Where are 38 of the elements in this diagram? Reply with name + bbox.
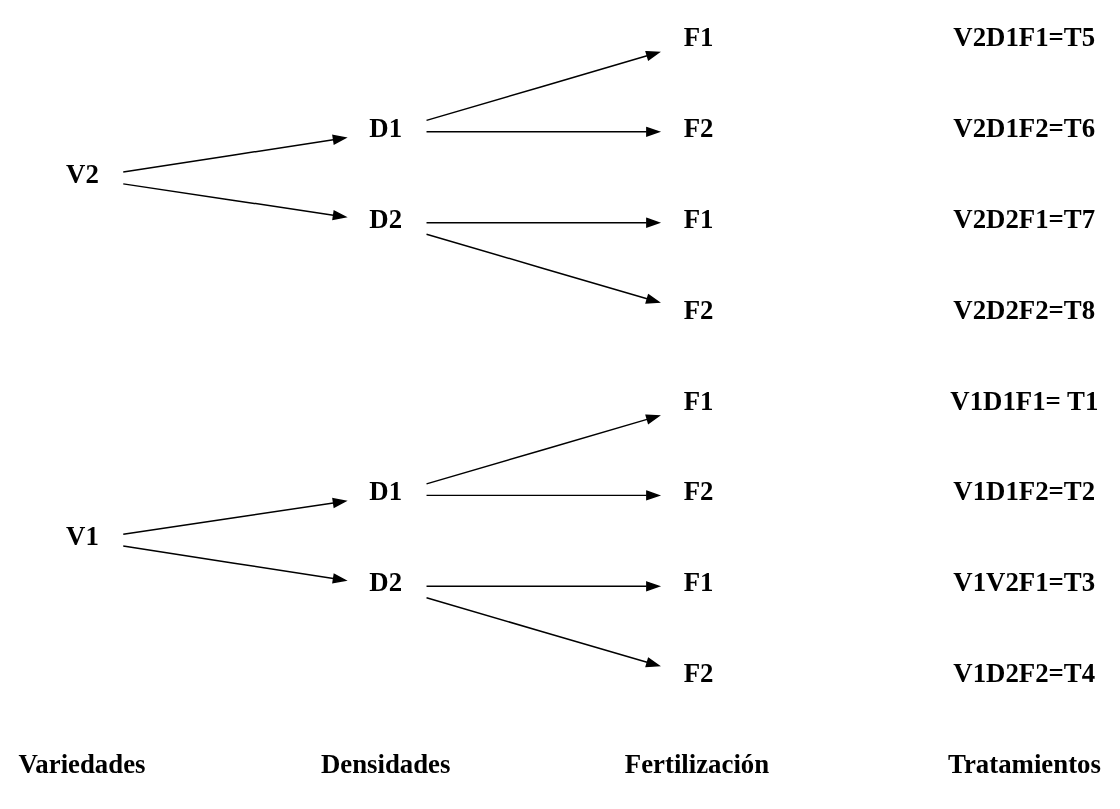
node-text: V2 (66, 159, 99, 190)
arrow (425, 597, 661, 668)
arrow (425, 414, 661, 485)
label: Fertilización (624, 749, 770, 780)
arrow (425, 126, 662, 138)
arrow (122, 183, 348, 221)
arrow (425, 233, 661, 304)
label: V2D1F1=T5 (953, 22, 1096, 53)
node-text: D1 (369, 112, 403, 143)
node-text: F2 (683, 294, 714, 325)
node-text: F2 (683, 476, 714, 507)
node-text: F1 (683, 203, 714, 234)
arrow (425, 217, 662, 228)
node-text: F1 (683, 567, 714, 598)
arrow (425, 490, 662, 501)
node-text: F2 (683, 658, 714, 689)
node-text: V1 (66, 521, 99, 552)
label: V1V2F1=T3 (953, 567, 1096, 598)
arrow (122, 497, 348, 535)
arrow (122, 545, 348, 584)
label: V2D1F2=T6 (953, 112, 1096, 143)
node-text: D2 (369, 567, 403, 598)
label: Variedades (18, 749, 146, 780)
label: Densidades (320, 749, 451, 780)
label: V2D2F2=T8 (953, 294, 1096, 325)
arrow (425, 50, 661, 122)
label: V1D2F2=T4 (953, 658, 1096, 689)
node-text: F1 (683, 385, 714, 416)
node-text: D2 (369, 203, 403, 234)
label: V2D2F1=T7 (953, 203, 1096, 234)
node-text: F2 (683, 112, 714, 143)
label: V1D1F2=T2 (953, 476, 1096, 507)
label: Tratamientos (948, 749, 1101, 780)
node-text: D1 (369, 476, 403, 507)
node-text: F1 (683, 22, 714, 53)
arrow (122, 134, 348, 173)
arrow (425, 581, 662, 592)
label: V1D1F1= T1 (950, 385, 1099, 416)
